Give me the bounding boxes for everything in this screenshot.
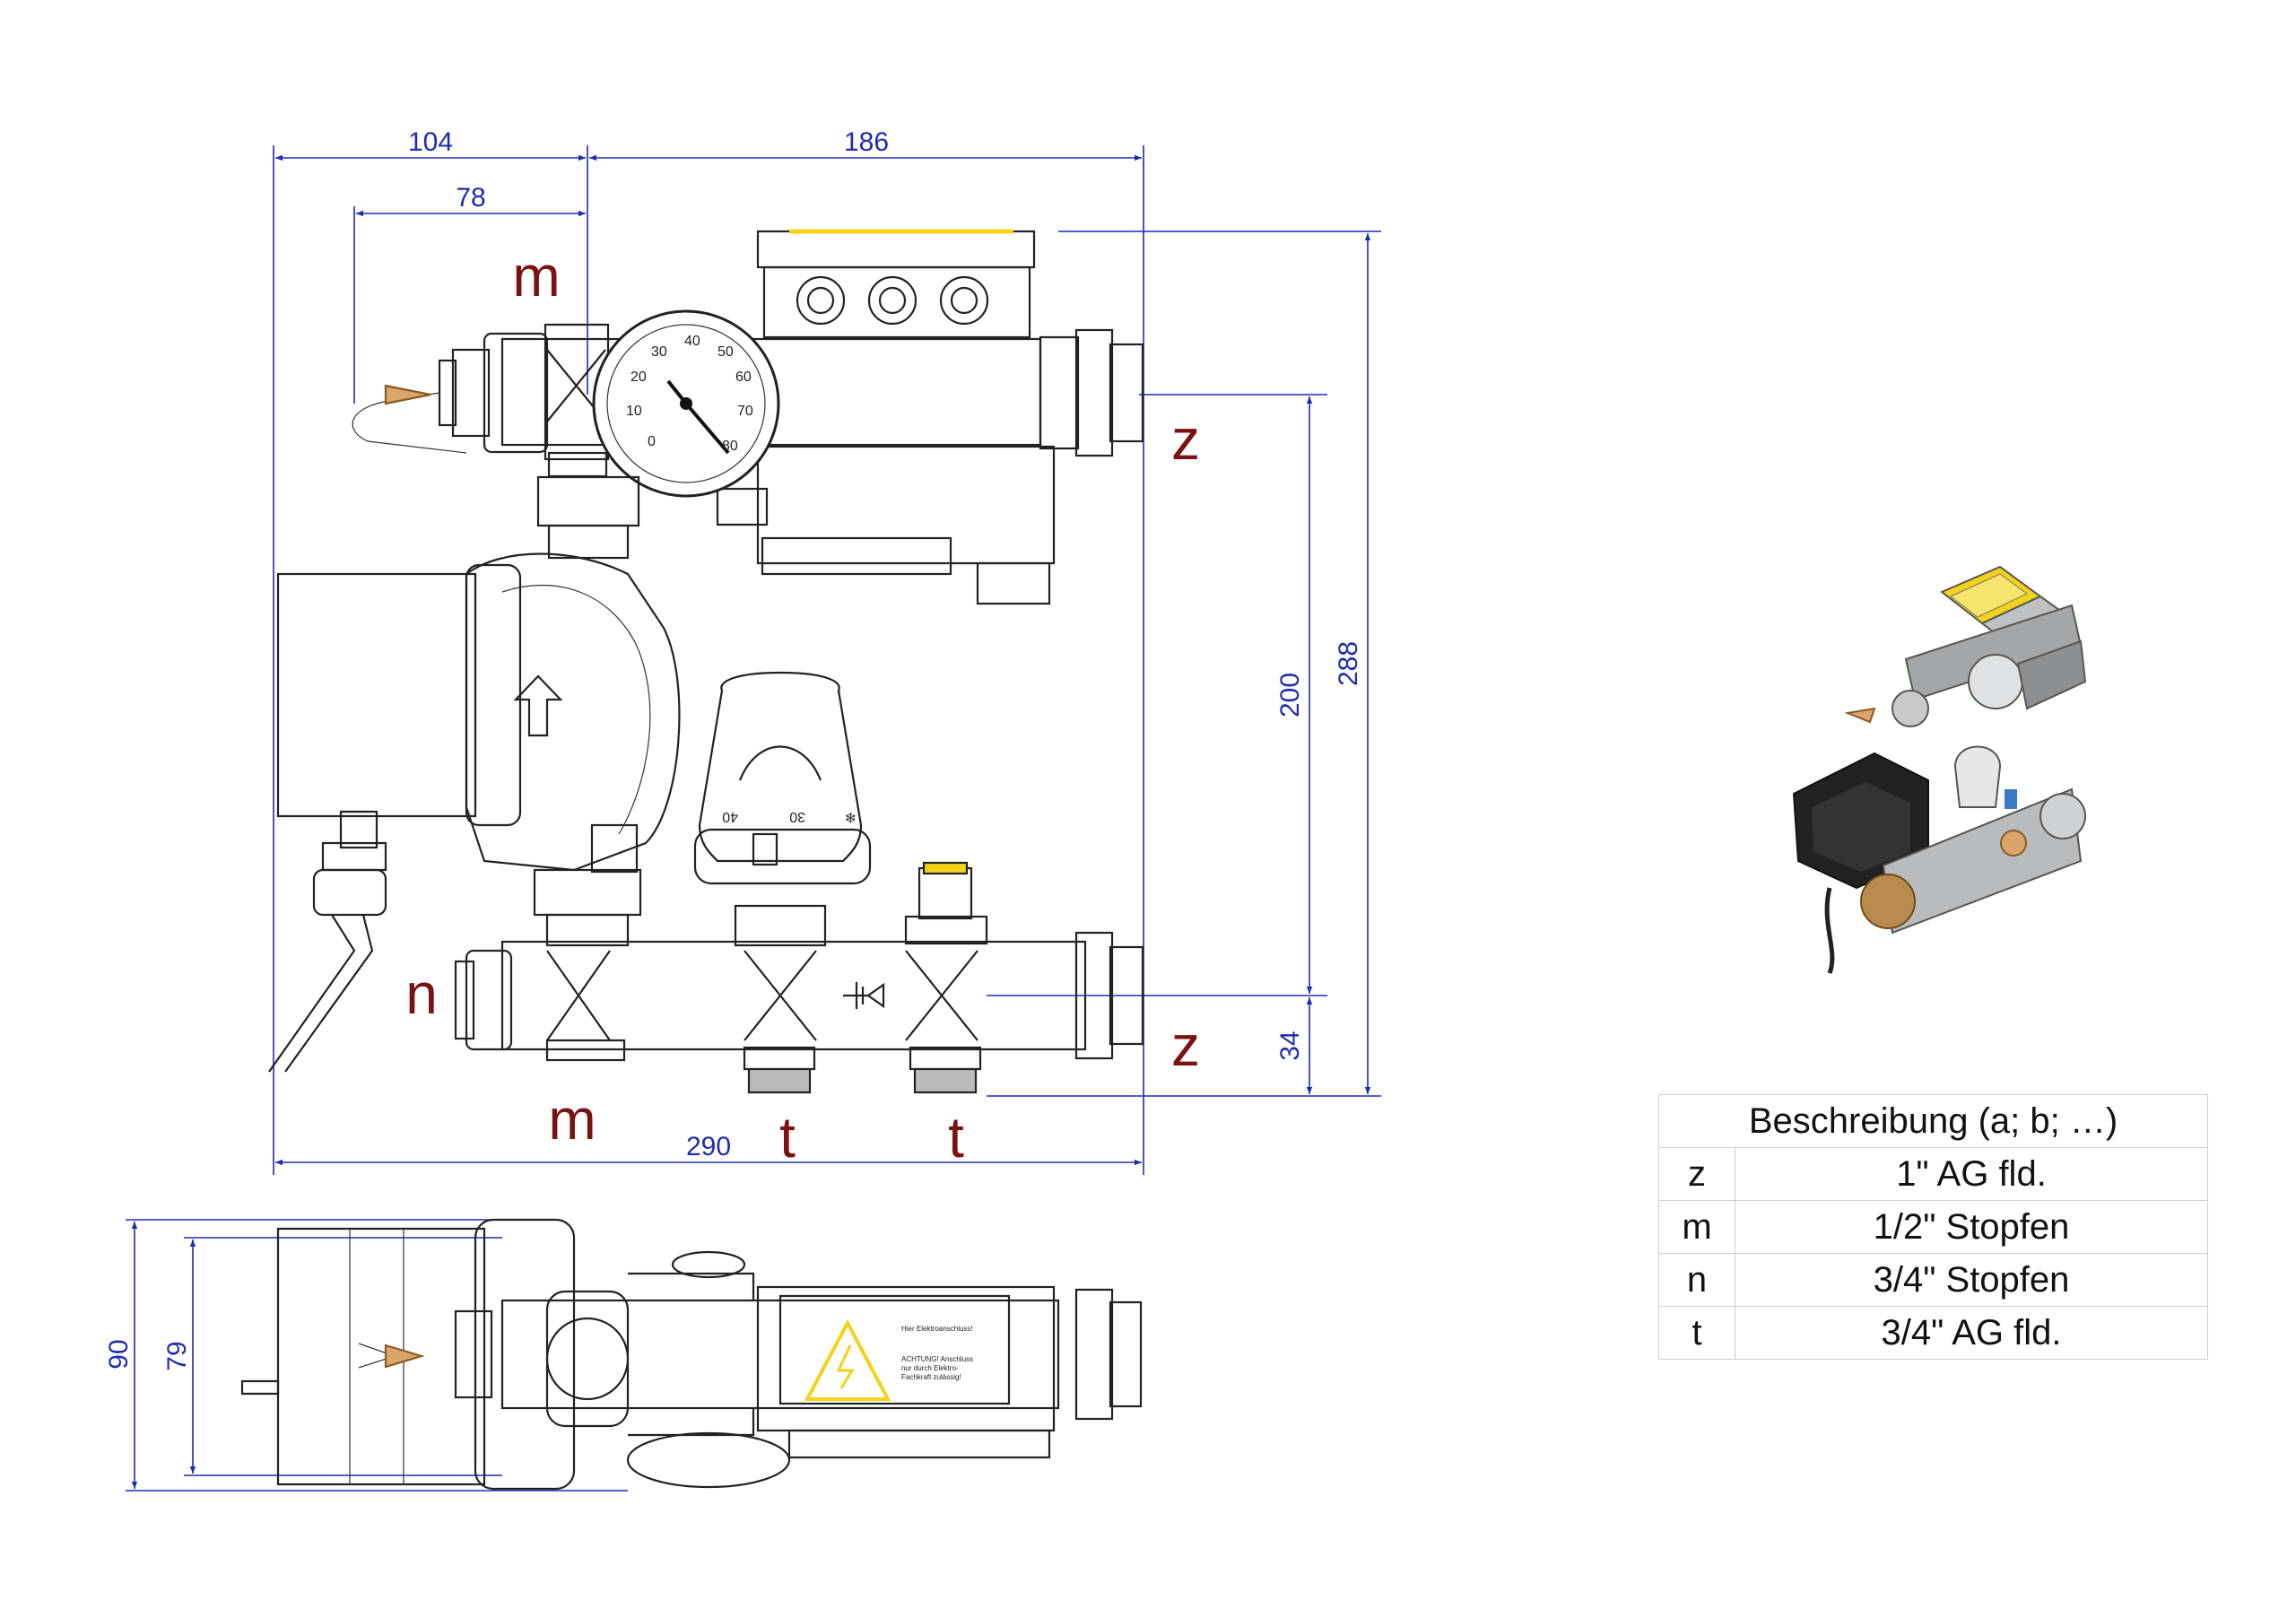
- gauge-tick-60: 60: [735, 370, 752, 385]
- legend-row: z 1" AG fld.: [1658, 1147, 2208, 1201]
- label-t-first: t: [779, 1105, 796, 1170]
- gauge-tick-20: 20: [631, 370, 647, 385]
- thermostat-mark-40: 40: [722, 809, 738, 824]
- front-view: 0 10 20 30 40 50 60 70 80: [268, 229, 1144, 1094]
- dim-34: 34: [1275, 1031, 1305, 1060]
- dim-288: 288: [1334, 641, 1363, 686]
- legend-value: 3/4" AG fld.: [1735, 1306, 2208, 1360]
- label-z-upper: z: [1171, 407, 1200, 472]
- gauge-tick-10: 10: [626, 404, 642, 419]
- legend-key: n: [1658, 1253, 1735, 1307]
- warning-line-2: ACHTUNG! Anschluss: [901, 1355, 973, 1363]
- dim-90: 90: [104, 1339, 134, 1369]
- legend-header-row: Beschreibung (a; b; …): [1658, 1094, 2208, 1148]
- gauge-tick-30: 30: [651, 344, 667, 360]
- legend-header: Beschreibung (a; b; …): [1658, 1094, 2208, 1148]
- dim-79: 79: [162, 1341, 192, 1370]
- dim-78: 78: [456, 183, 485, 213]
- label-m-top: m: [512, 244, 560, 309]
- gauge-tick-70: 70: [737, 404, 753, 419]
- dim-290: 290: [686, 1132, 731, 1161]
- legend-row: m 1/2" Stopfen: [1658, 1200, 2208, 1254]
- warning-line-3: nur durch Elektro-: [901, 1364, 959, 1372]
- gauge-tick-40: 40: [684, 334, 700, 349]
- legend-table: Beschreibung (a; b; …) z 1" AG fld. m 1/…: [1658, 1094, 2208, 1360]
- legend-row: n 3/4" Stopfen: [1658, 1253, 2208, 1307]
- gauge-tick-0: 0: [648, 434, 656, 449]
- legend-key: t: [1658, 1306, 1735, 1360]
- product-3d-view: [1792, 565, 2087, 974]
- label-n-left: n: [405, 961, 438, 1026]
- legend-key: m: [1658, 1200, 1735, 1254]
- legend-value: 1" AG fld.: [1735, 1147, 2208, 1201]
- legend-key: z: [1658, 1147, 1735, 1201]
- dim-104: 104: [408, 127, 453, 157]
- gauge-tick-80: 80: [722, 439, 738, 454]
- warning-line-1: Hier Elektroanschluss!: [901, 1325, 973, 1333]
- warning-line-4: Fachkraft zulässig!: [901, 1373, 961, 1381]
- legend-value: 1/2" Stopfen: [1735, 1200, 2208, 1254]
- label-m-bottom: m: [548, 1087, 596, 1152]
- legend-row: t 3/4" AG fld.: [1658, 1306, 2208, 1360]
- thermostat-mark-frost: ❄: [845, 809, 857, 824]
- label-z-lower: z: [1171, 1013, 1200, 1078]
- dimension-lines: [126, 145, 1381, 1492]
- thermostat-mark-30: 30: [789, 809, 805, 824]
- dim-200: 200: [1275, 673, 1305, 718]
- legend-value: 3/4" Stopfen: [1735, 1253, 2208, 1307]
- plan-view: Hier Elektroanschluss! ACHTUNG! Anschlus…: [240, 1218, 1143, 1491]
- gauge-tick-50: 50: [718, 344, 734, 360]
- label-t-second: t: [948, 1105, 964, 1170]
- dim-186: 186: [844, 127, 889, 157]
